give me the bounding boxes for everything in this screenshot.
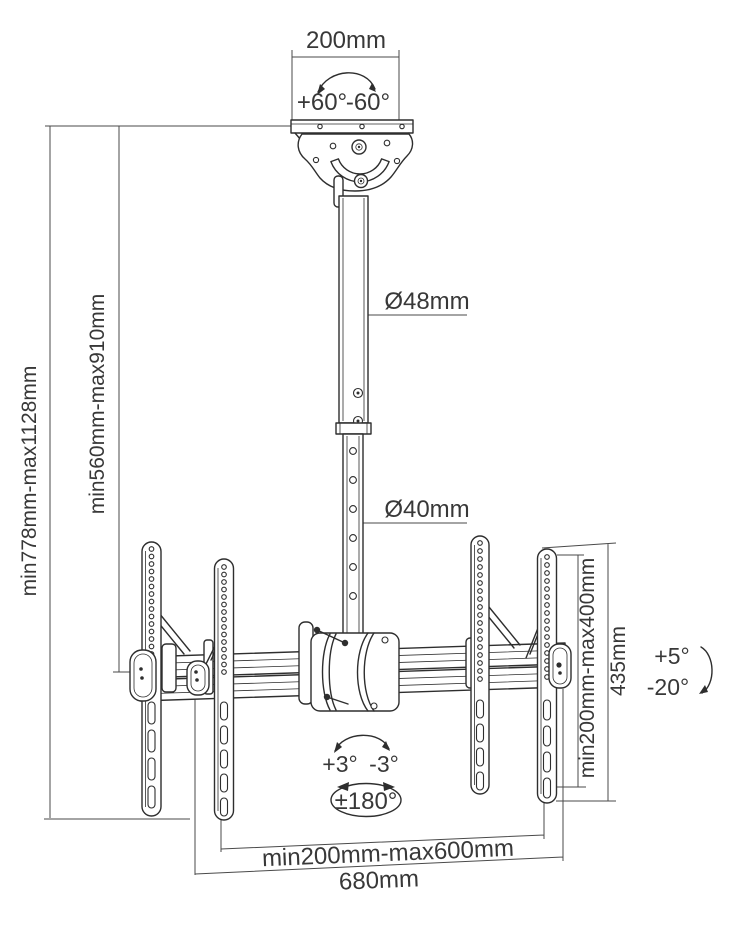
label-rail-width: 680mm [338, 865, 419, 895]
label-vesa-height-range: min200mm-max400mm [576, 558, 599, 779]
rotation-ellipse [330, 782, 402, 818]
label-lower-pole-diameter: Ø40mm [384, 496, 469, 523]
inner-tube [342, 433, 364, 641]
tv-bracket-arm-right-inner [470, 535, 490, 795]
label-swivel-minus: -60° [346, 89, 390, 116]
ceiling-plate [290, 119, 414, 208]
centre-pole-clamp [298, 621, 400, 712]
rotation-annotations [317, 72, 713, 818]
label-level-plus: +3° [322, 751, 357, 777]
level-adjust-arc [334, 734, 390, 752]
swivel-bell-bracket [297, 133, 414, 192]
label-top-width: 200mm [306, 27, 386, 54]
label-tilt-plus: +5° [654, 643, 689, 669]
label-overall-height-range: min778mm-max1128mm [18, 366, 41, 597]
swivel-arc-slot [330, 158, 390, 183]
label-rotation-range: ±180° [335, 788, 398, 815]
outer-tube [338, 195, 369, 424]
tv-bracket-arm-left-inner [213, 558, 235, 821]
label-swivel-plus: +60° [297, 89, 347, 116]
label-bracket-height: 435mm [607, 626, 630, 696]
label-tilt-minus: -20° [647, 674, 689, 700]
label-pole-height-range: min560mm-max910mm [86, 294, 109, 515]
tv-bracket-arm-right-outer [536, 548, 558, 804]
rail-end-caps [129, 643, 572, 702]
tube-collar [335, 422, 372, 435]
swivel-top-arc [317, 72, 376, 93]
tilt-arc [700, 646, 713, 694]
label-level-minus: -3° [369, 751, 399, 777]
label-upper-pole-diameter: Ø48mm [384, 288, 469, 315]
dimension-labels: 200mm +60° -60° Ø48mm Ø40mm min778mm-max… [18, 27, 690, 896]
telescopic-pole [335, 195, 372, 641]
